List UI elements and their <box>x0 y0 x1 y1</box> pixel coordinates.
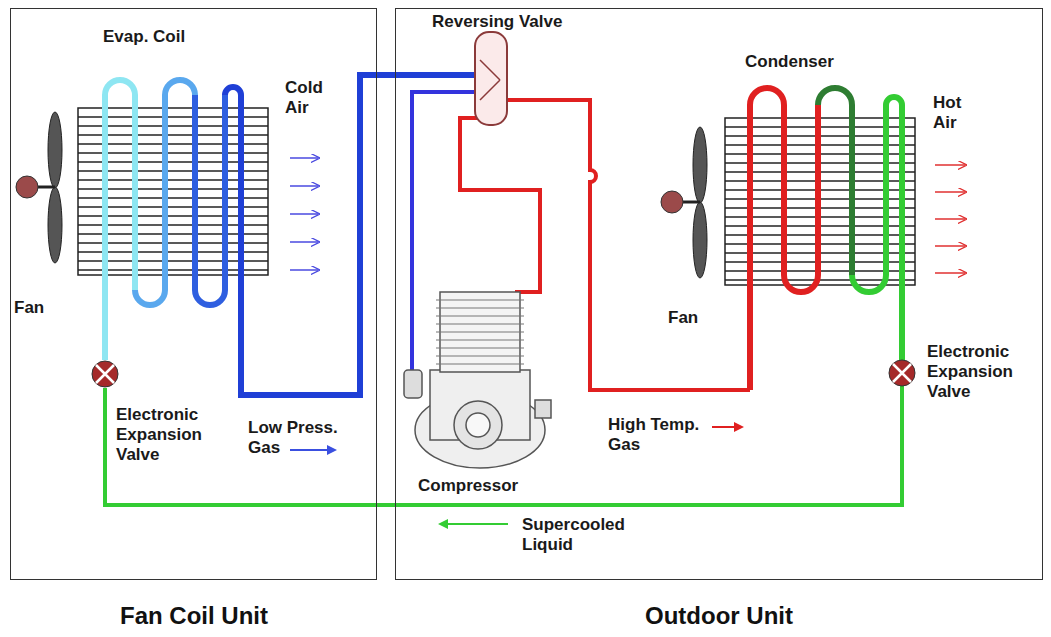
flow-arrow <box>440 523 508 525</box>
part-label: Fan <box>14 298 44 318</box>
part-label: Fan <box>668 308 698 328</box>
expansion-valve-symbol <box>92 360 915 387</box>
reversing-valve <box>475 32 507 125</box>
hot-gas-pipe <box>505 100 750 390</box>
part-label: Compressor <box>418 476 518 496</box>
indoor-fan <box>16 112 62 263</box>
cold-air-arrows <box>290 158 318 270</box>
unit-heading: Outdoor Unit <box>645 602 793 630</box>
outdoor-fan <box>661 127 707 278</box>
flow-arrow <box>290 449 335 451</box>
part-label: Evap. Coil <box>103 27 185 47</box>
air-label: Cold Air <box>285 78 333 118</box>
fan-coil-unit: Fan Coil Unit <box>10 8 377 637</box>
part-label: Electronic Expansion Valve <box>927 342 1037 402</box>
part-label: Electronic Expansion Valve <box>116 405 218 465</box>
compressor-figure <box>404 292 551 468</box>
condenser-tubes <box>750 88 902 390</box>
flow-label: Supercooled Liquid <box>522 515 637 555</box>
flow-label: Low Press. Gas <box>248 418 353 458</box>
part-label: Reversing Valve <box>432 12 562 32</box>
air-label: Hot Air <box>933 93 981 133</box>
flow-label: High Temp. Gas <box>608 415 708 455</box>
evap-tubes <box>105 75 478 395</box>
discharge-pipe <box>460 118 540 292</box>
part-label: Condenser <box>745 52 834 72</box>
flow-arrow <box>712 426 742 428</box>
unit-heading: Fan Coil Unit <box>120 602 268 630</box>
hot-air-arrows <box>935 165 965 273</box>
